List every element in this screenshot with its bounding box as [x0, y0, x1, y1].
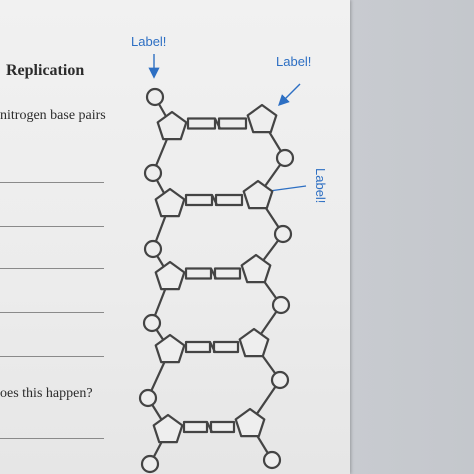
- sugar-pentagon: [152, 413, 184, 444]
- sugar-pentagon: [238, 327, 270, 358]
- phosphate-circle: [273, 224, 293, 244]
- answer-line: [0, 268, 104, 269]
- nitrogen-base-left: [186, 117, 217, 130]
- phosphate-circle: [143, 163, 163, 183]
- phosphate-circle: [275, 148, 295, 168]
- worksheet-instruction: nitrogen base pairs: [0, 108, 106, 123]
- phosphate-circle: [143, 239, 163, 259]
- label-arrow-2: [278, 83, 301, 106]
- sugar-pentagon: [154, 187, 186, 218]
- nitrogen-base-right: [213, 267, 242, 280]
- phosphate-circle: [262, 450, 282, 470]
- sugar-pentagon: [240, 253, 272, 284]
- sugar-pentagon: [234, 407, 266, 438]
- worksheet-question: oes this happen?: [0, 386, 93, 401]
- nitrogen-base-left: [184, 340, 212, 354]
- nitrogen-base-left: [184, 193, 214, 207]
- worksheet-page: Replication nitrogen base pairs oes this…: [0, 0, 350, 474]
- answer-line: [0, 438, 104, 439]
- answer-line: [0, 312, 104, 313]
- phosphate-circle: [142, 313, 162, 333]
- answer-line: [0, 182, 104, 183]
- hydrogen-bond: [210, 268, 217, 279]
- diagram-label-1: Label!: [131, 34, 166, 49]
- sugar-pentagon: [156, 110, 188, 141]
- sugar-pentagon: [246, 103, 278, 134]
- hydrogen-bond: [209, 341, 216, 353]
- nitrogen-base-right: [209, 420, 236, 434]
- nitrogen-base-right: [214, 193, 244, 207]
- answer-line: [0, 226, 104, 227]
- phosphate-circle: [138, 388, 158, 408]
- diagram-label-2: Label!: [276, 54, 311, 69]
- nitrogen-base-right: [212, 340, 240, 354]
- hydrogen-bond: [206, 421, 213, 433]
- right-backbone: [249, 119, 286, 461]
- nitrogen-base-left: [184, 267, 213, 280]
- sugar-pentagon: [242, 179, 274, 210]
- hydrogen-bond: [214, 118, 221, 129]
- phosphate-circle: [140, 454, 160, 474]
- diagram-label-3: Label!: [313, 168, 328, 203]
- nitrogen-base-right: [217, 117, 248, 130]
- phosphate-circle: [271, 295, 291, 315]
- hydrogen-bond: [211, 194, 218, 206]
- phosphate-circle: [145, 87, 165, 107]
- worksheet-title: Replication: [6, 62, 85, 79]
- nitrogen-base-left: [182, 420, 209, 434]
- phosphate-circle: [270, 370, 290, 390]
- answer-line: [0, 356, 104, 357]
- sugar-pentagon: [154, 333, 186, 364]
- sugar-pentagon: [154, 260, 186, 291]
